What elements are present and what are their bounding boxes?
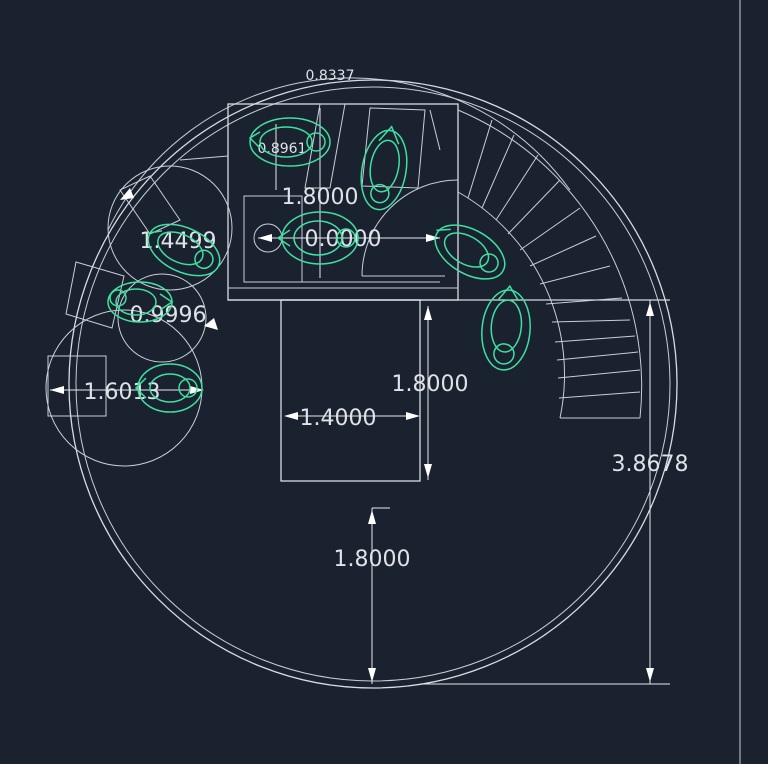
dim-seat-left-mid: 0.9996 xyxy=(130,303,207,328)
dim-shower: 0.0000 xyxy=(305,227,382,252)
dim-lift-width: 1.4000 xyxy=(300,406,377,431)
outer-wall-circle xyxy=(68,79,678,689)
inner-wall-circle xyxy=(75,86,671,682)
lift-shaft xyxy=(280,299,421,482)
dim-radius-bottom: 1.8000 xyxy=(334,547,411,572)
dim-top-width: 0.8337 xyxy=(306,68,355,84)
left-seating-zones xyxy=(45,155,233,467)
person-figure-wc xyxy=(248,117,331,167)
person-figure-left-lower xyxy=(134,363,203,413)
inner-ring-arc xyxy=(107,77,571,231)
dimension-arrowheads xyxy=(50,188,654,682)
dim-room-depth: 1.8000 xyxy=(282,185,359,210)
dim-seat-left-lower: 1.6013 xyxy=(84,380,161,405)
dim-lift-depth: 1.8000 xyxy=(392,372,469,397)
person-figure-left-upper xyxy=(147,223,221,277)
dimension-lines xyxy=(50,108,670,685)
curved-staircase xyxy=(457,109,643,419)
dim-radius-right: 3.8678 xyxy=(612,452,689,477)
person-figure-stair-top xyxy=(434,224,506,280)
person-figure-top xyxy=(360,125,408,211)
person-figure-left-mid xyxy=(107,281,174,323)
person-figure-shower xyxy=(276,211,359,265)
person-figure-stair-mid xyxy=(481,284,531,371)
